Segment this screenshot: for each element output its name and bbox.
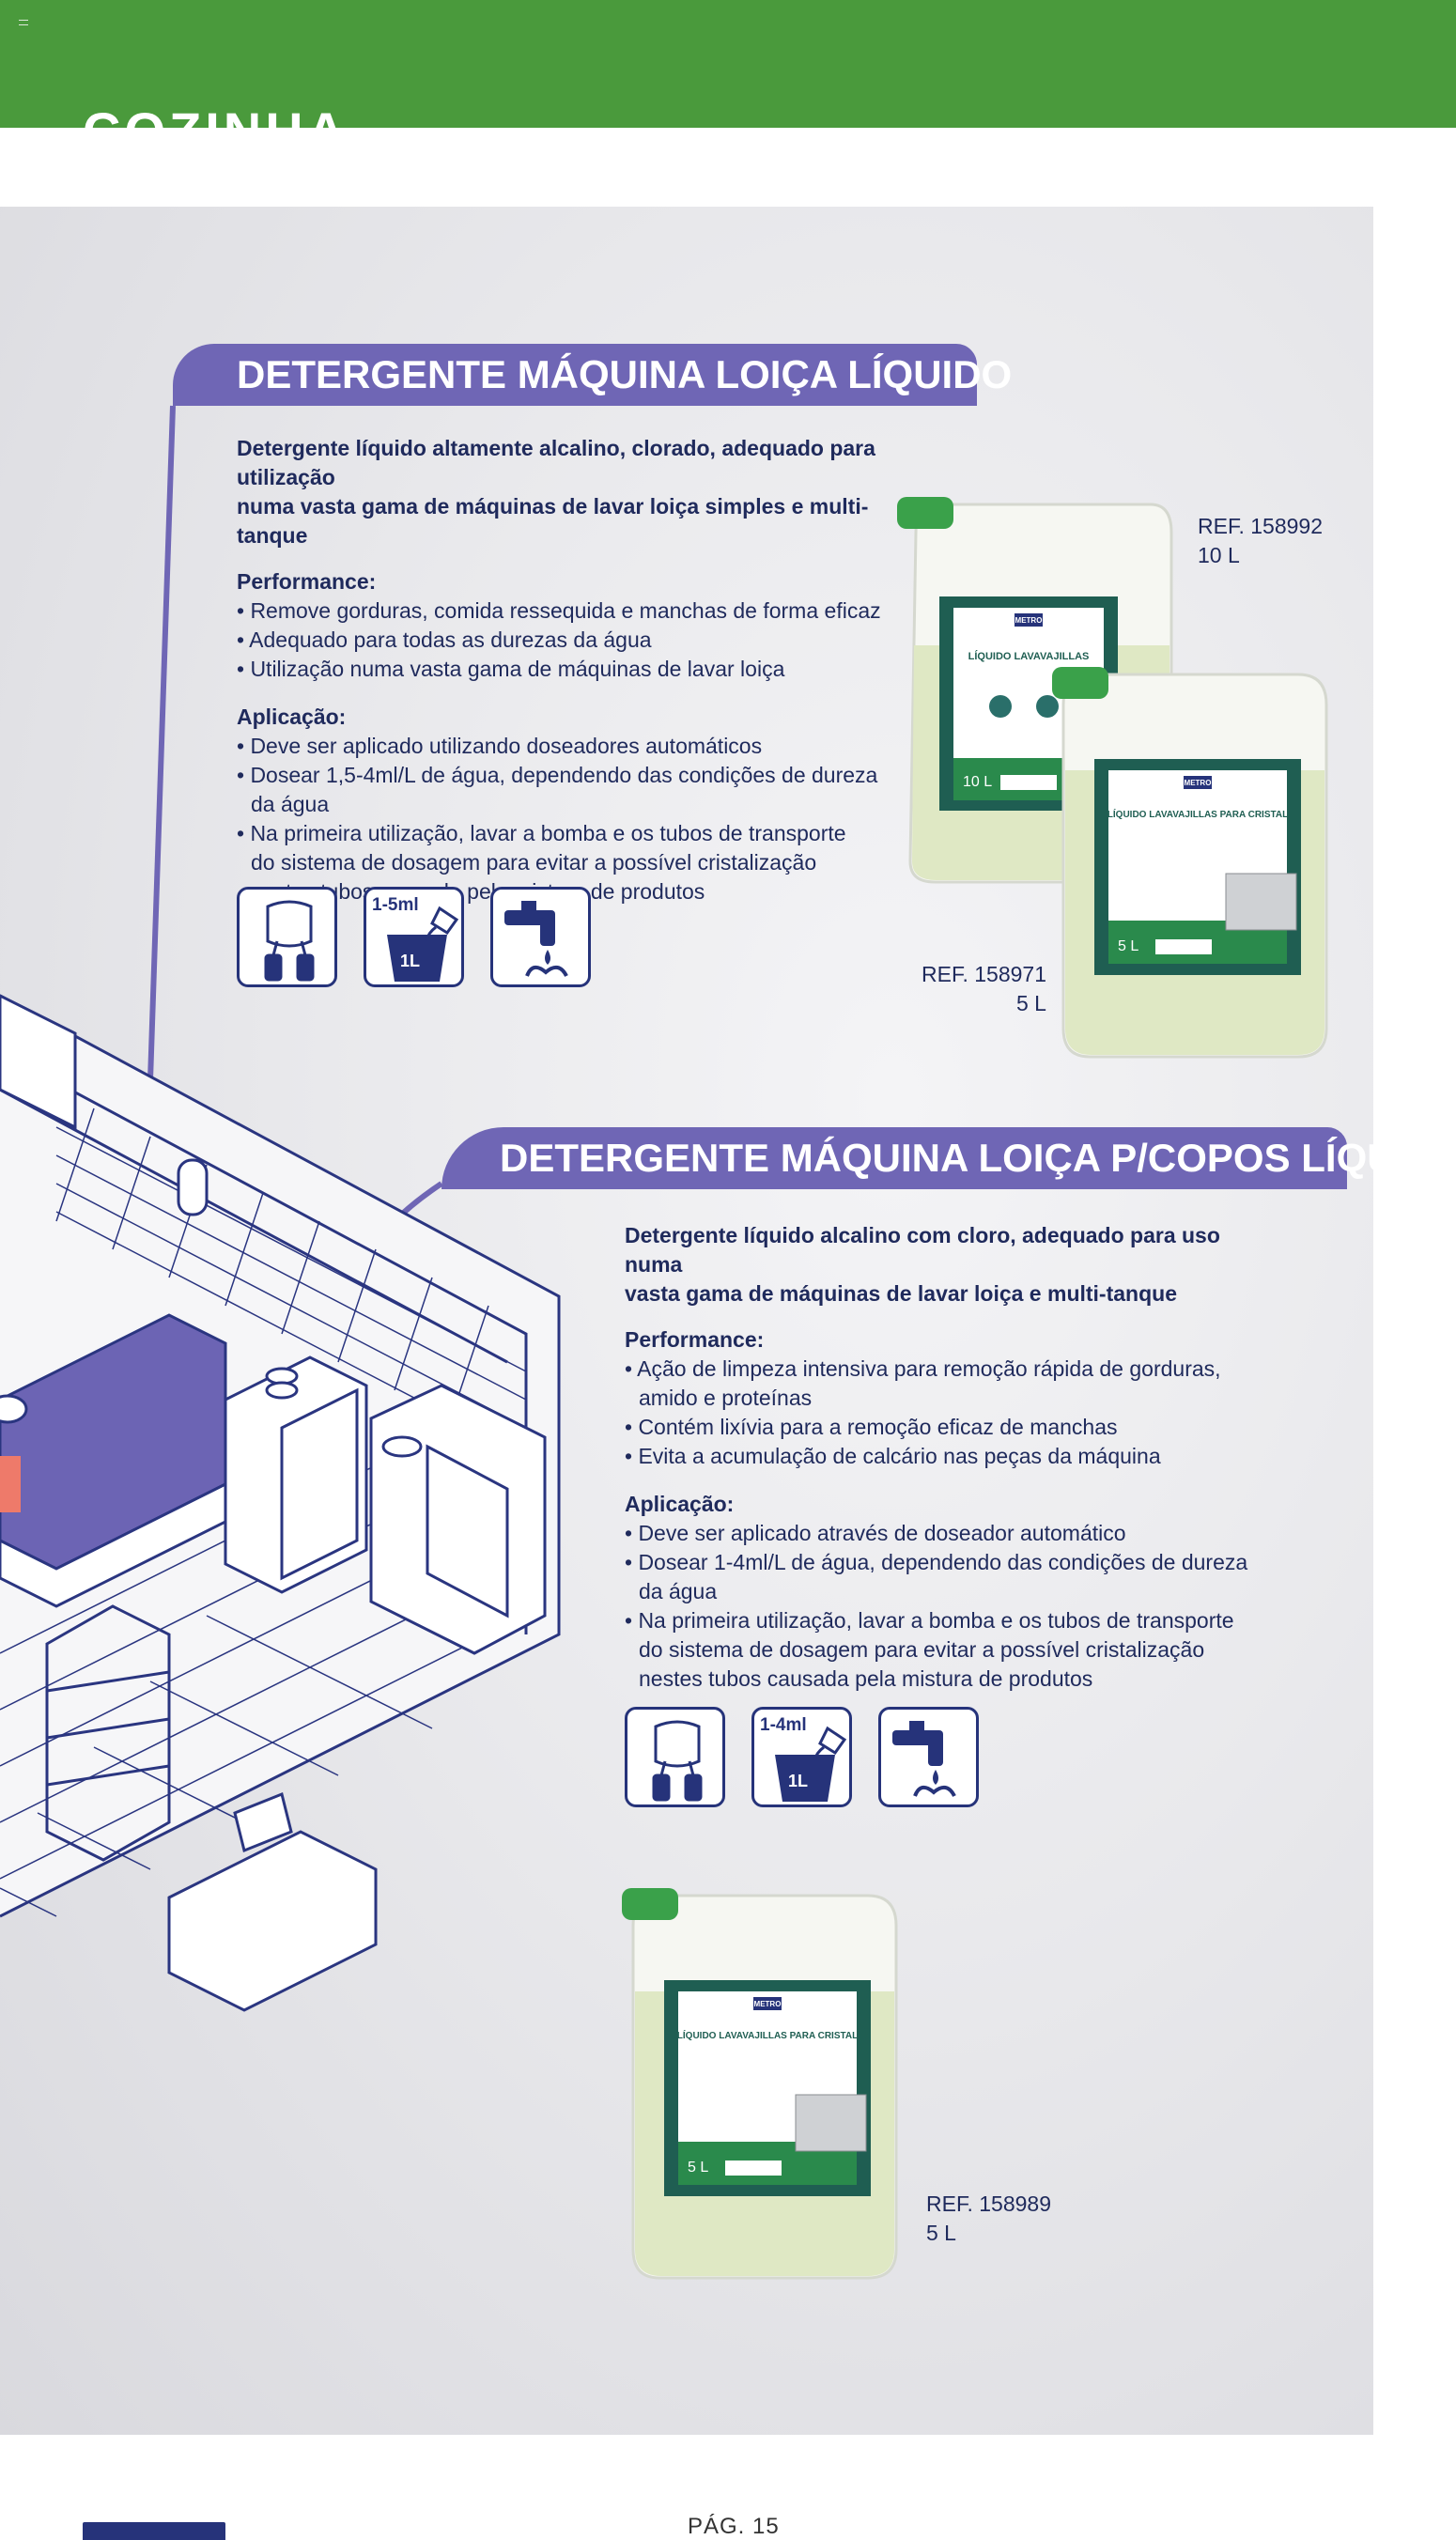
product-1-description: Detergente líquido altamente alcalino, c… xyxy=(237,434,894,906)
product-2-intro-line-1: Detergente líquido alcalino com cloro, a… xyxy=(625,1223,1220,1277)
product-2-performance-item: • Ação de limpeza intensiva para remoção… xyxy=(625,1356,1221,1410)
product-1-intro-line-2: numa vasta gama de máquinas de lavar loi… xyxy=(237,494,869,548)
jug-volume: 5 L xyxy=(688,2160,708,2176)
product-jug-5l-b: METRO LÍQUIDO LAVAVAJILLAS PARA CRISTAL … xyxy=(622,1888,898,2280)
dispenser-icon xyxy=(237,887,337,987)
product-2-usage-icons: 1-4ml 1L xyxy=(625,1707,979,1807)
product-2-intro: Detergente líquido alcalino com cloro, a… xyxy=(625,1221,1282,1309)
water-tap-icon xyxy=(878,1707,979,1807)
jug-name: LÍQUIDO LAVAVAJILLAS xyxy=(968,650,1090,662)
product-2-application-item: • Deve ser aplicado através de doseador … xyxy=(625,1521,1126,1545)
product-ref-158971: REF. 158971 5 L xyxy=(922,960,1046,1018)
section-title: COZINHA xyxy=(83,105,349,129)
product-1-intro: Detergente líquido altamente alcalino, c… xyxy=(237,434,894,550)
product-2-intro-line-2: vasta gama de máquinas de lavar loiça e … xyxy=(625,1281,1177,1306)
product-2-performance-heading: Performance: xyxy=(625,1327,765,1352)
dosage-icon: 1-5ml 1L xyxy=(364,887,464,987)
product-1-performance-heading: Performance: xyxy=(237,569,377,594)
dose-label: 1-5ml xyxy=(372,895,419,915)
ref-size: 5 L xyxy=(1016,991,1046,1015)
product-1-application-item: • Dosear 1,5-4ml/L de água, dependendo d… xyxy=(237,763,878,816)
product-2-title-banner: DETERGENTE MÁQUINA LOIÇA P/COPOS LÍQUIDO xyxy=(441,1127,1373,1189)
product-1-intro-line-1: Detergente líquido altamente alcalino, c… xyxy=(237,436,875,489)
product-1-title: DETERGENTE MÁQUINA LOIÇA LÍQUIDO xyxy=(237,352,1013,396)
product-1-performance-item: • Adequado para todas as durezas da água xyxy=(237,627,652,652)
product-ref-158989: REF. 158989 5 L xyxy=(926,2190,1051,2248)
product-2-performance-item: • Evita a acumulação de calcário nas peç… xyxy=(625,1444,1161,1468)
product-1-application-item: • Deve ser aplicado utilizando doseadore… xyxy=(237,734,763,758)
menu-icon[interactable] xyxy=(19,20,28,25)
dose-label: 1-4ml xyxy=(760,1715,807,1735)
jug-volume: 5 L xyxy=(1118,938,1138,954)
jug-name: LÍQUIDO LAVAVAJILLAS PARA CRISTAL xyxy=(677,2029,858,2041)
page-number: PÁG. 15 xyxy=(688,2514,780,2539)
product-2-performance-item: • Contém lixívia para a remoção eficaz d… xyxy=(625,1415,1118,1439)
product-1-performance-item: • Utilização numa vasta gama de máquinas… xyxy=(237,657,785,681)
ref-code: REF. 158971 xyxy=(922,962,1046,986)
ref-size: 10 L xyxy=(1198,543,1240,567)
jug-name: LÍQUIDO LAVAVAJILLAS PARA CRISTAL xyxy=(1107,808,1288,820)
liter-label: 1L xyxy=(788,1772,809,1790)
footer-logo xyxy=(83,2522,225,2540)
product-jug-5l-a: METRO LÍQUIDO LAVAVAJILLAS PARA CRISTAL … xyxy=(1052,667,1328,1059)
product-2-title: DETERGENTE MÁQUINA LOIÇA P/COPOS LÍQUIDO xyxy=(500,1136,1373,1180)
jug-brand: METRO xyxy=(1015,616,1043,625)
product-1-application-heading: Aplicação: xyxy=(237,705,347,729)
jug-brand: METRO xyxy=(1185,779,1212,787)
water-tap-icon xyxy=(490,887,591,987)
liter-label: 1L xyxy=(400,952,421,970)
ref-size: 5 L xyxy=(926,2221,956,2245)
kitchen-illustration xyxy=(0,405,561,2012)
product-2-application-item: • Dosear 1-4ml/L de água, dependendo das… xyxy=(625,1550,1248,1603)
jug-volume: 10 L xyxy=(963,774,992,790)
product-1-performance-item: • Remove gorduras, comida ressequida e m… xyxy=(237,598,881,623)
jug-brand: METRO xyxy=(754,2000,782,2008)
ref-code: REF. 158992 xyxy=(1198,514,1323,538)
catalog-panel: DETERGENTE MÁQUINA LOIÇA LÍQUIDO Deterge… xyxy=(0,207,1373,2435)
product-2-application-heading: Aplicação: xyxy=(625,1492,735,1516)
product-2-application-item: • Na primeira utilização, lavar a bomba … xyxy=(625,1608,1234,1691)
product-2-description: Detergente líquido alcalino com cloro, a… xyxy=(625,1221,1282,1694)
ref-code: REF. 158989 xyxy=(926,2192,1051,2216)
product-ref-158992: REF. 158992 10 L xyxy=(1198,512,1323,570)
product-1-application-item: • Na primeira utilização, lavar a bomba … xyxy=(237,821,846,904)
product-1-title-banner: DETERGENTE MÁQUINA LOIÇA LÍQUIDO xyxy=(173,344,1012,406)
dosage-icon: 1-4ml 1L xyxy=(751,1707,852,1807)
product-1-usage-icons: 1-5ml 1L xyxy=(237,887,591,987)
dispenser-icon xyxy=(625,1707,725,1807)
header-bar: COZINHA xyxy=(0,0,1456,128)
